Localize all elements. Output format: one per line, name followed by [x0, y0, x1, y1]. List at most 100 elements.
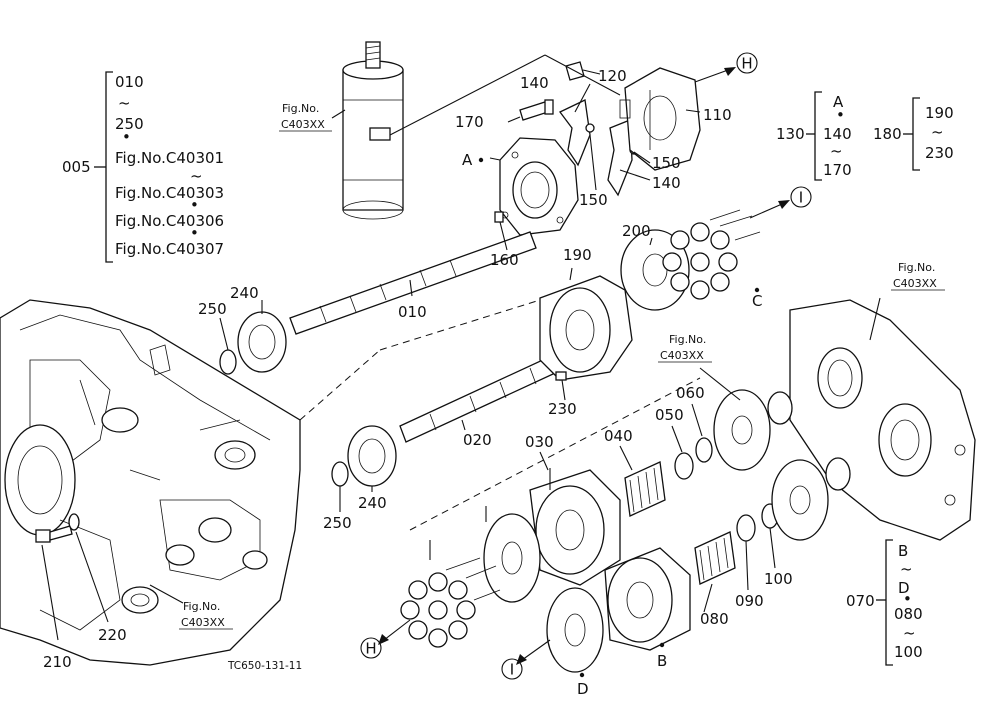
- svg-text:I: I: [799, 189, 803, 207]
- group-130: 130 A • 140 ~ 170: [776, 91, 852, 181]
- spring-080: [694, 531, 736, 585]
- bearing-240-lower: [347, 425, 397, 487]
- svg-text:230: 230: [925, 144, 954, 162]
- svg-text:•: •: [190, 224, 199, 242]
- label-110: 110: [703, 106, 732, 124]
- bearing-240-upper: [237, 311, 287, 373]
- label-150-mid: 150: [579, 191, 608, 209]
- washer-050: [674, 452, 694, 480]
- group-180: 180 190 ~ 230: [873, 97, 954, 171]
- marker-D: D: [577, 680, 589, 698]
- svg-text:Fig.No.C40303: Fig.No.C40303: [115, 184, 224, 202]
- circled-I-bottom: I: [501, 658, 523, 680]
- circled-H-bottom: H: [360, 637, 382, 659]
- label-200: 200: [622, 222, 651, 240]
- figref-right: Fig.No. C403XX: [891, 261, 945, 291]
- svg-text:Fig.No.C40307: Fig.No.C40307: [115, 240, 224, 258]
- label-250-lower: 250: [323, 514, 352, 532]
- letter-markers: A C B D: [462, 151, 762, 698]
- group-070: 070 B ~ D • 080 ~ 100: [846, 539, 923, 666]
- pin-230: [555, 371, 567, 381]
- circled-I-top: I: [790, 186, 812, 208]
- svg-text:250: 250: [115, 115, 144, 133]
- svg-text:•: •: [903, 590, 912, 608]
- circled-H-top: H: [736, 52, 758, 74]
- valve-plate-lower: [771, 459, 829, 541]
- group-005-label: 005: [62, 158, 91, 176]
- svg-text:Fig.No.C40306: Fig.No.C40306: [115, 212, 224, 230]
- label-030: 030: [525, 433, 554, 451]
- label-090: 090: [735, 592, 764, 610]
- marker-B: B: [657, 652, 667, 670]
- part-labels: 120 140 110 170 150 140 150 200 190 160 …: [43, 67, 793, 671]
- label-040: 040: [604, 427, 633, 445]
- group-005: 005 010 ~ 250 • Fig.No.C40301 ~ Fig.No.C…: [62, 71, 224, 263]
- center-block-190: [539, 275, 633, 381]
- svg-text:~: ~: [830, 142, 843, 160]
- transmission-case: [0, 299, 301, 666]
- label-060: 060: [676, 384, 705, 402]
- svg-text:Fig.No.: Fig.No.: [669, 333, 706, 346]
- piston-set-H: [400, 557, 501, 648]
- valve-plate-upper: [713, 389, 771, 471]
- group-070-label: 070: [846, 592, 875, 610]
- retainer-plate: [483, 513, 541, 603]
- svg-text:Fig.No.: Fig.No.: [898, 261, 935, 274]
- label-210: 210: [43, 653, 72, 671]
- label-010: 010: [398, 303, 427, 321]
- figure-caption: TC650-131-11: [227, 660, 302, 672]
- svg-text:190: 190: [925, 104, 954, 122]
- svg-text:H: H: [365, 640, 376, 658]
- cylinder-block-B: [604, 547, 691, 651]
- svg-text:Fig.No.: Fig.No.: [282, 102, 319, 115]
- group-130-label: 130: [776, 125, 805, 143]
- swash-plate-140-upper: [559, 99, 591, 167]
- svg-text:080: 080: [894, 605, 923, 623]
- svg-text:Fig.No.: Fig.No.: [183, 600, 220, 613]
- svg-text:C403XX: C403XX: [181, 616, 225, 629]
- figref-bottom-left: Fig.No. C403XX: [179, 600, 233, 630]
- label-170: 170: [455, 113, 484, 131]
- svg-text:B: B: [898, 542, 908, 560]
- circlip-250-lower: [331, 461, 349, 487]
- svg-text:C403XX: C403XX: [893, 277, 937, 290]
- label-050: 050: [655, 406, 684, 424]
- pin-160: [494, 211, 504, 223]
- label-150-right: 150: [652, 154, 681, 172]
- servo-cylinder: [342, 41, 404, 220]
- cylinder-block-030: [529, 469, 621, 586]
- spring-040: [624, 461, 666, 517]
- bearing-right-lower: [825, 457, 851, 491]
- label-250-upper: 250: [198, 300, 227, 318]
- figref-middle: Fig.No. C403XX: [658, 333, 712, 363]
- washer-220: [68, 513, 80, 531]
- retainer-plate-D: [546, 587, 604, 673]
- bolt-170: [519, 99, 554, 121]
- svg-text:~: ~: [118, 94, 131, 112]
- cover-110: [619, 67, 701, 171]
- bolt-210: [35, 525, 73, 543]
- label-120: 120: [598, 67, 627, 85]
- label-240-lower: 240: [358, 494, 387, 512]
- washer-090: [736, 514, 756, 542]
- label-160: 160: [490, 251, 519, 269]
- arrow-to-H-top: [694, 67, 736, 83]
- label-230: 230: [548, 400, 577, 418]
- leader-lines: [41, 54, 881, 641]
- svg-text:~: ~: [190, 167, 203, 185]
- svg-text:A: A: [833, 93, 844, 111]
- label-080: 080: [700, 610, 729, 628]
- shaft-010: [289, 231, 537, 335]
- group-180-label: 180: [873, 125, 902, 143]
- label-100: 100: [764, 570, 793, 588]
- label-140-upper: 140: [520, 74, 549, 92]
- svg-text:010: 010: [115, 73, 144, 91]
- svg-text:H: H: [741, 55, 752, 73]
- shaft-020: [399, 351, 567, 443]
- svg-text:•: •: [836, 106, 845, 124]
- pump-housing-A: [499, 137, 579, 236]
- svg-text:•: •: [122, 128, 131, 146]
- svg-text:~: ~: [931, 123, 944, 141]
- arrow-to-I-bottom: [516, 639, 551, 665]
